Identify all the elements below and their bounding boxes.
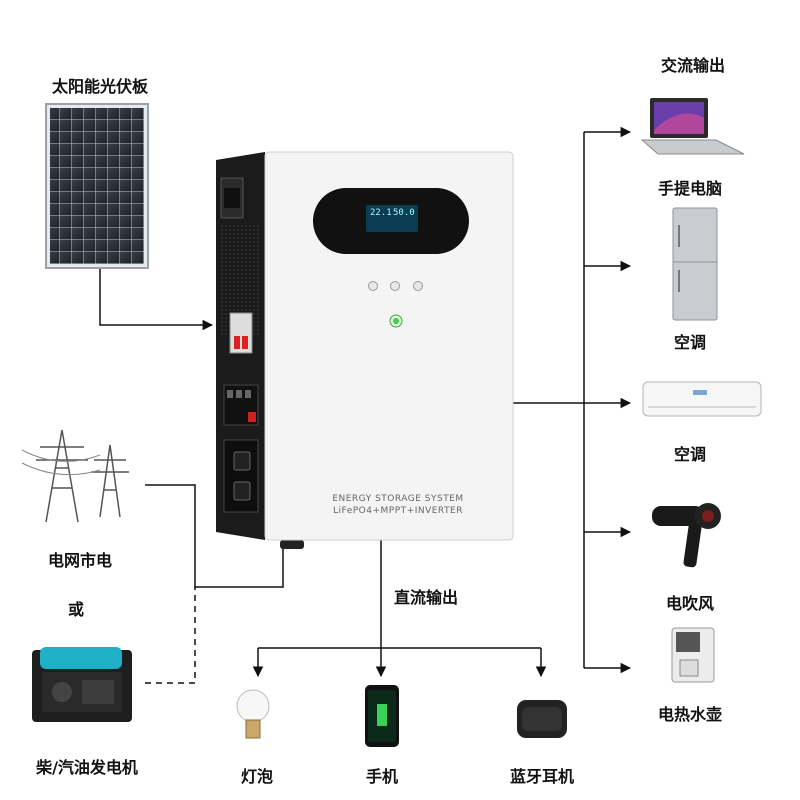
label-generator: 柴/汽油发电机	[36, 758, 138, 777]
label-bulb: 灯泡	[240, 767, 274, 786]
label-laptop: 手提电脑	[657, 179, 723, 198]
label-fridge: 空调	[673, 333, 707, 352]
fridge-image	[672, 207, 718, 321]
product-line-1: ENERGY STORAGE SYSTEM	[332, 494, 463, 504]
label-or: 或	[67, 600, 85, 619]
lcd-left-value: 22.1	[370, 208, 392, 218]
label-hair-dryer: 电吹风	[665, 594, 715, 613]
generator-image	[32, 647, 132, 722]
label-dc-output: 直流输出	[394, 588, 459, 607]
water-kettle-image	[671, 627, 715, 683]
lcd-right-value: 50.0	[393, 208, 415, 218]
label-solar-panel: 太阳能光伏板	[51, 77, 149, 96]
bulb-image	[236, 689, 270, 739]
air-conditioner-image	[642, 381, 762, 417]
label-water-kettle: 电热水壶	[657, 705, 723, 724]
hair-dryer-image	[652, 503, 721, 568]
label-ac-output: 交流输出	[660, 56, 726, 75]
product-line-2: LiFePO4+MPPT+INVERTER	[333, 506, 463, 516]
solar-panel-image	[45, 103, 149, 269]
generator-input-line	[145, 587, 196, 684]
power-tower-image	[21, 429, 129, 523]
phone-image	[365, 685, 399, 747]
earbuds-image	[517, 700, 567, 738]
energy-storage-device: ENERGY STORAGE SYSTEM LiFePO4+MPPT+INVER…	[216, 151, 514, 549]
label-grid: 电网市电	[47, 551, 113, 570]
laptop-image	[640, 98, 745, 155]
label-air-conditioner: 空调	[673, 445, 707, 464]
connection-lines	[99, 126, 632, 684]
label-phone: 手机	[365, 767, 399, 786]
solar-to-device-line	[99, 268, 214, 331]
label-earbuds: 蓝牙耳机	[509, 767, 575, 786]
